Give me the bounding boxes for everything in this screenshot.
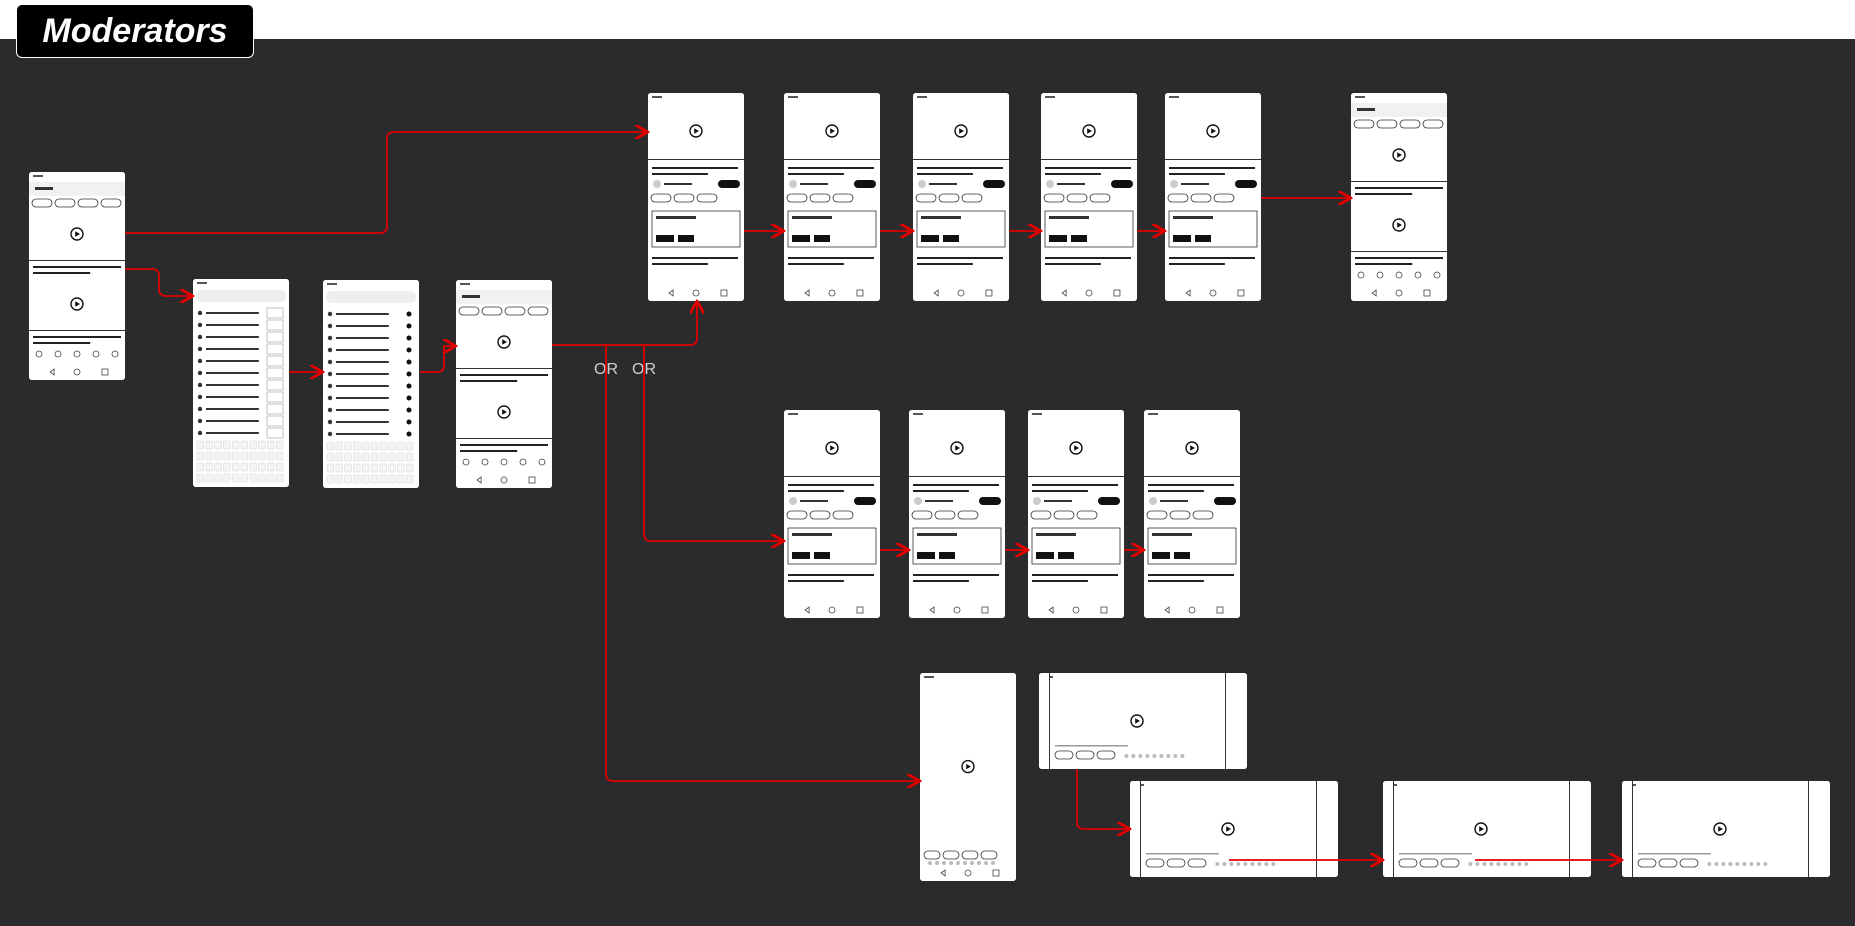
wireframe-screen-10 xyxy=(1351,93,1447,301)
wireframe-screen-19 xyxy=(1622,781,1830,877)
page-title: Moderators xyxy=(42,11,228,50)
wireframe-screen-17 xyxy=(1130,781,1338,877)
wireframe-screen-8 xyxy=(1041,93,1137,301)
wireframe-screen-18 xyxy=(1383,781,1591,877)
wireframe-screen-2 xyxy=(193,279,289,487)
wireframe-screen-13 xyxy=(1028,410,1124,618)
wireframe-screen-9 xyxy=(1165,93,1261,301)
wireframe-screen-5 xyxy=(648,93,744,301)
or-label-first: OR xyxy=(594,361,618,378)
page-title-tab: Moderators xyxy=(16,4,254,58)
wireframe-screen-6 xyxy=(784,93,880,301)
wireframe-screen-11 xyxy=(784,410,880,618)
wireframe-screen-4 xyxy=(456,280,552,488)
wireframe-screen-12 xyxy=(909,410,1005,618)
wireframe-screen-1 xyxy=(29,172,125,380)
wireframe-screen-15 xyxy=(920,673,1016,881)
wireframe-screen-3 xyxy=(323,280,419,488)
wireframe-screen-14 xyxy=(1144,410,1240,618)
wireframe-screen-7 xyxy=(913,93,1009,301)
wireframe-screen-16 xyxy=(1039,673,1247,769)
or-label-second: OR xyxy=(632,361,656,378)
